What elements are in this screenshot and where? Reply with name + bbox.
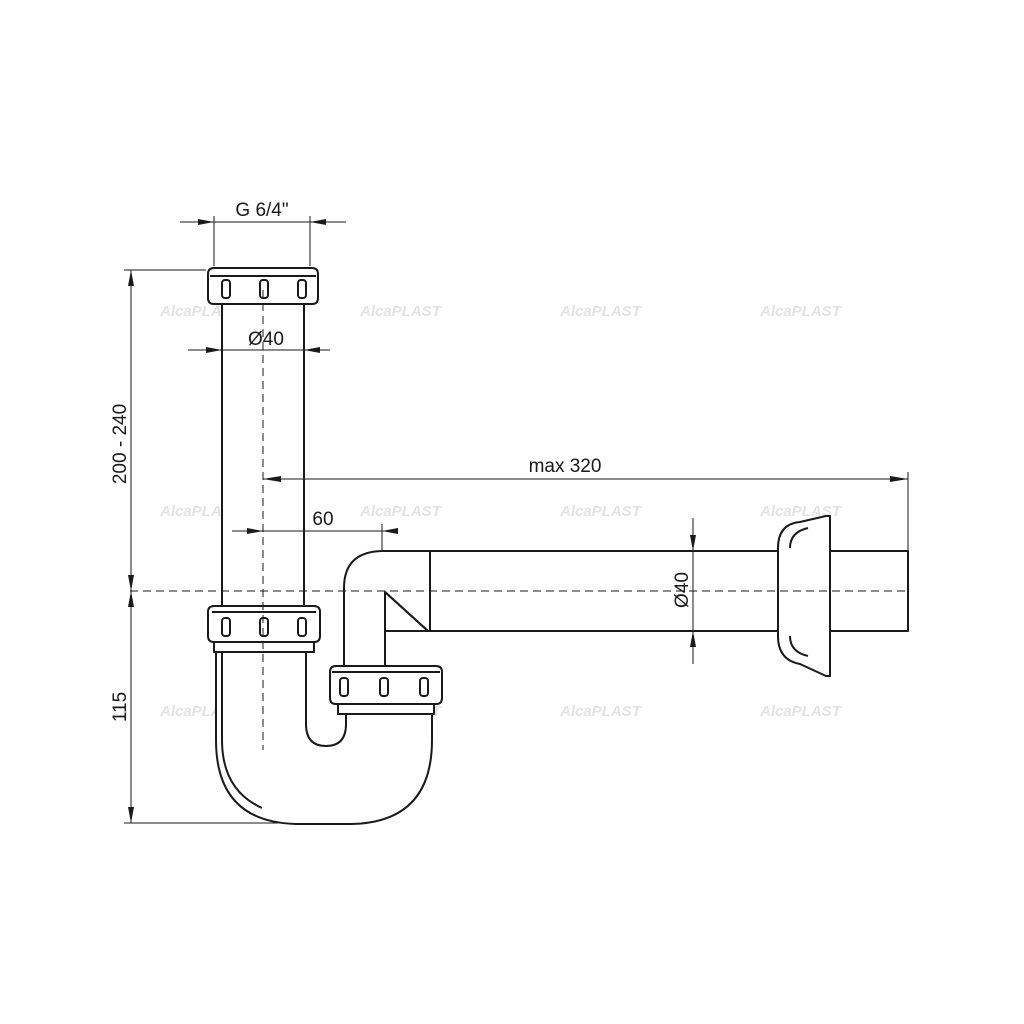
- dim-inlet-diameter: Ø40: [188, 329, 330, 353]
- rosette-contour: [789, 527, 809, 657]
- nut-rib: [221, 279, 231, 299]
- dim-trap-depth: 115: [110, 591, 278, 824]
- watermark: AlcaPLAST: [759, 503, 843, 520]
- u-trap: [215, 639, 433, 825]
- dim-offset-label: 60: [312, 509, 333, 530]
- watermark: AlcaPLAST: [559, 703, 643, 720]
- outlet-nut-collar: [337, 703, 435, 715]
- watermark: AlcaPLAST: [359, 503, 443, 520]
- watermark: AlcaPLAST: [759, 703, 843, 720]
- dim-inlet-diameter-label: Ø40: [248, 329, 284, 350]
- dim-height-range: 200 - 240: [110, 269, 206, 591]
- dim-height-range-label: 200 - 240: [110, 404, 131, 484]
- watermark: AlcaPLAST: [559, 303, 643, 320]
- outlet-bend-joint: [384, 591, 429, 632]
- dim-offset: 60: [232, 509, 398, 551]
- nut-rib: [297, 617, 307, 637]
- nut-rib: [379, 677, 389, 697]
- wall-pipe-stub: [829, 550, 909, 632]
- nut-rib: [419, 677, 429, 697]
- nut-rib: [297, 279, 307, 299]
- dim-thread-label: G 6/4": [235, 200, 288, 221]
- dim-max-length: max 320: [263, 456, 909, 551]
- nut-rib: [259, 617, 269, 637]
- dim-thread: G 6/4": [180, 200, 346, 266]
- u-trap-inner-edge: [221, 650, 263, 809]
- dim-outlet-diameter: Ø40: [672, 518, 696, 664]
- watermark: AlcaPLAST: [359, 303, 443, 320]
- inlet-tube: [221, 301, 305, 613]
- dim-outlet-diameter-label: Ø40: [672, 572, 693, 608]
- watermark: AlcaPLAST: [759, 303, 843, 320]
- nut-rib: [259, 279, 269, 299]
- dim-max-length-label: max 320: [529, 456, 602, 477]
- nut-rib: [339, 677, 349, 697]
- wall-rosette: [777, 515, 831, 677]
- trap-neck: [213, 641, 315, 653]
- nut-rib: [221, 617, 231, 637]
- watermark: AlcaPLAST: [559, 503, 643, 520]
- dim-trap-depth-label: 115: [110, 692, 131, 722]
